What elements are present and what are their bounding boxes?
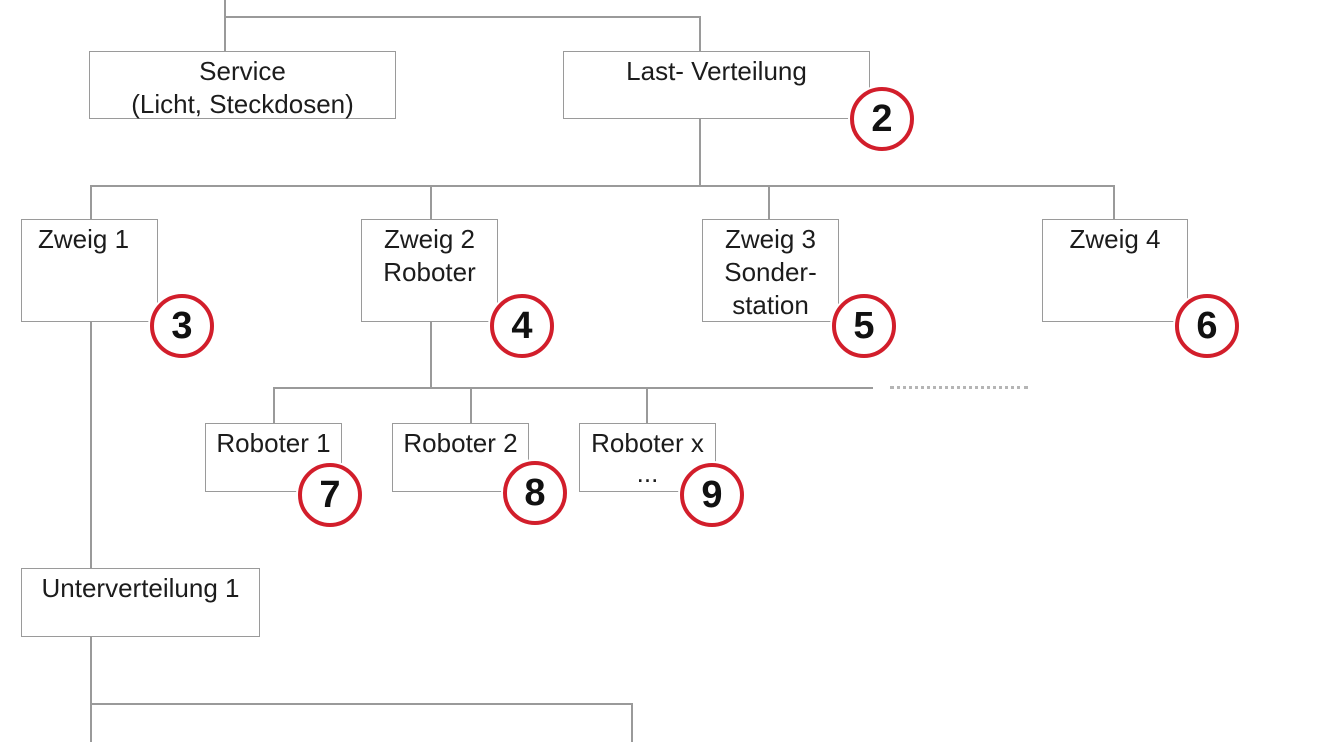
node-zweig-3-line3: station <box>732 290 809 320</box>
node-zweig-4: Zweig 4 <box>1042 219 1188 322</box>
connector-lastverteilung-down <box>699 118 701 186</box>
badge-6: 6 <box>1175 294 1239 358</box>
connector-zweig2-down <box>430 320 432 389</box>
node-roboter-x-line2: ... <box>636 458 659 488</box>
connector-top-bar <box>224 16 701 18</box>
node-service-line1: Service <box>199 56 286 86</box>
node-roboter-1: Roboter 1 <box>205 423 342 492</box>
node-zweig-1-label: Zweig 1 <box>38 224 130 254</box>
badge-8: 8 <box>503 461 567 525</box>
node-lastverteilung-label: Last- Verteilung <box>626 56 807 86</box>
connector-zweig4-drop <box>1113 185 1115 221</box>
connector-zweig1-drop <box>90 185 92 221</box>
connector-roboter-continuation <box>890 386 1028 389</box>
node-service-line2: (Licht, Steckdosen) <box>131 89 354 119</box>
connector-zweig-bus <box>90 185 1115 187</box>
node-zweig-2: Zweig 2 Roboter <box>361 219 498 322</box>
node-zweig-3: Zweig 3 Sonder- station <box>702 219 839 322</box>
node-zweig-2-line1: Zweig 2 <box>383 224 476 254</box>
connector-bottom-right-drop <box>631 703 633 742</box>
connector-unterverteilung-down <box>90 635 92 742</box>
connector-zweig1-down <box>90 320 92 570</box>
node-lastverteilung: Last- Verteilung <box>563 51 870 119</box>
connector-top-left <box>224 0 226 53</box>
connector-roboterx-drop <box>646 387 648 425</box>
connector-roboter-bus <box>273 387 873 389</box>
badge-2: 2 <box>850 87 914 151</box>
connector-bottom-bus <box>90 703 633 705</box>
node-roboter-1-label: Roboter 1 <box>216 428 331 458</box>
badge-9: 9 <box>680 463 744 527</box>
node-zweig-3-line2: Sonder- <box>724 257 817 287</box>
badge-5: 5 <box>832 294 896 358</box>
node-roboter-2-label: Roboter 2 <box>403 428 518 458</box>
node-zweig-3-line1: Zweig 3 <box>724 224 817 254</box>
node-roboter-x-line1: Roboter x <box>591 428 704 458</box>
connector-roboter2-drop <box>470 387 472 425</box>
connector-top-right <box>699 16 701 53</box>
badge-7: 7 <box>298 463 362 527</box>
connector-zweig3-drop <box>768 185 770 221</box>
connector-zweig2-drop <box>430 185 432 221</box>
node-unterverteilung-1-label: Unterverteilung 1 <box>41 573 240 603</box>
badge-3: 3 <box>150 294 214 358</box>
node-zweig-4-label: Zweig 4 <box>1069 224 1161 254</box>
node-zweig-1: Zweig 1 <box>21 219 158 322</box>
node-service: Service (Licht, Steckdosen) <box>89 51 396 119</box>
connector-roboter1-drop <box>273 387 275 425</box>
node-zweig-2-line2: Roboter <box>383 257 476 287</box>
node-unterverteilung-1: Unterverteilung 1 <box>21 568 260 637</box>
badge-4: 4 <box>490 294 554 358</box>
